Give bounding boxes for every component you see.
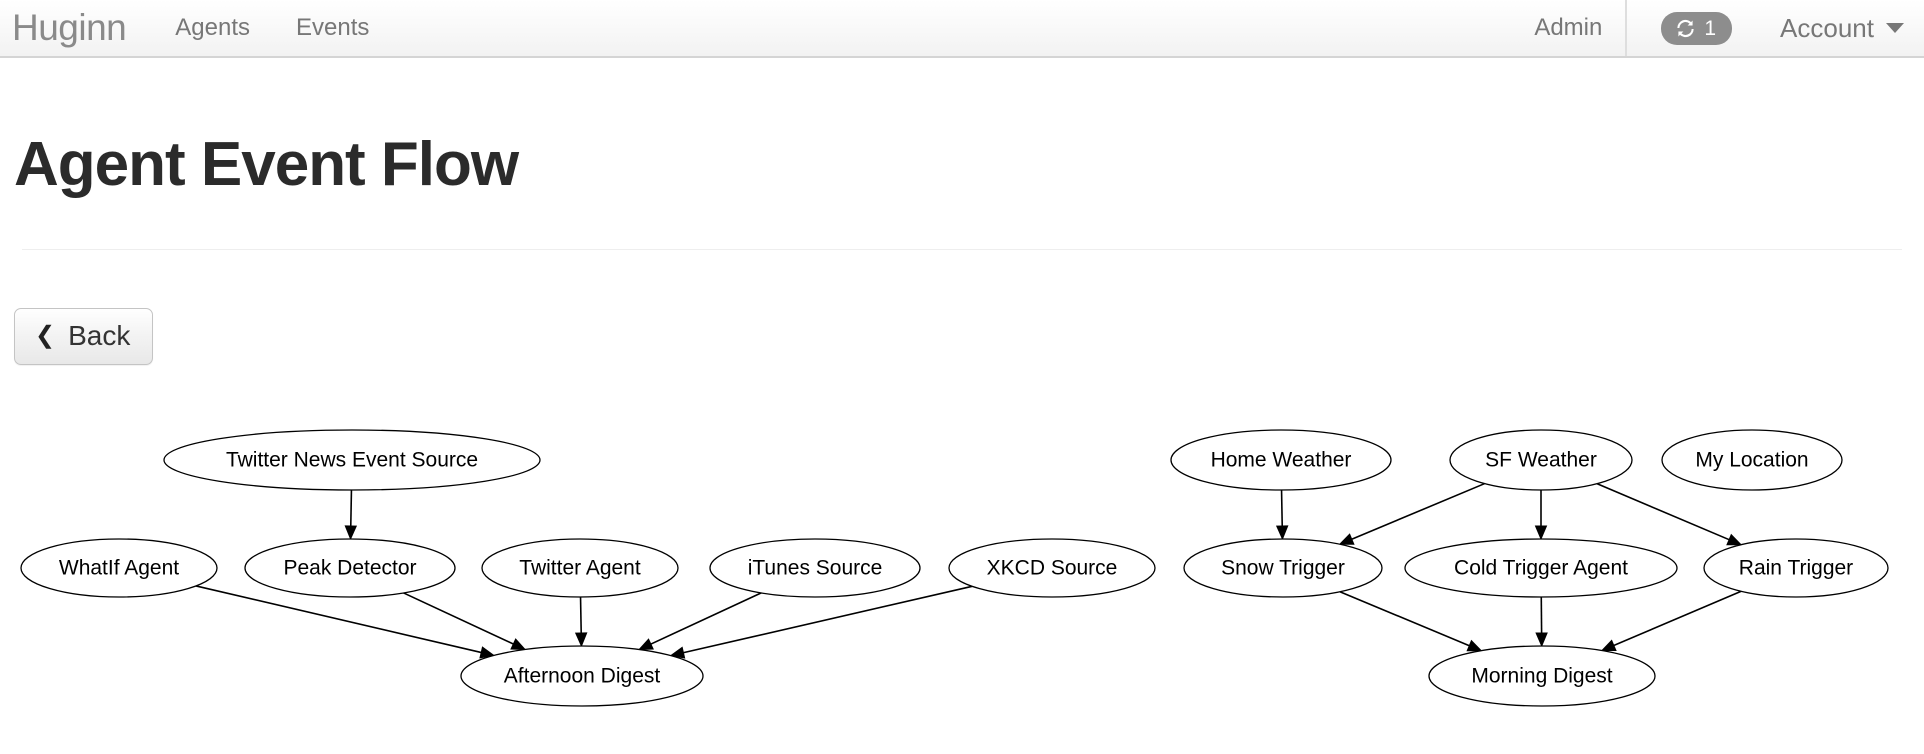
flow-edge-arrowhead: [637, 638, 654, 651]
agent-node-shape: [244, 538, 456, 598]
back-button-label: Back: [68, 320, 131, 352]
flow-edge-arrowhead: [574, 632, 588, 648]
flow-edge-arrowhead: [510, 638, 527, 651]
agent-node-xkcd-source[interactable]: XKCD Source: [948, 538, 1156, 598]
agent-node-label: Afternoon Digest: [504, 665, 661, 688]
brand-logo[interactable]: Huginn: [12, 7, 127, 48]
worker-count: 1: [1704, 16, 1717, 40]
agent-node-home-weather[interactable]: Home Weather: [1170, 429, 1392, 491]
agent-node-sf-weather[interactable]: SF Weather: [1449, 429, 1633, 491]
agent-node-shape: [1428, 645, 1656, 707]
agent-node-shape: [1183, 538, 1383, 598]
agent-node-morning-digest[interactable]: Morning Digest: [1428, 645, 1656, 707]
agent-node-label: Twitter Agent: [519, 557, 641, 580]
agent-node-label: XKCD Source: [987, 557, 1118, 580]
flow-edge: [195, 585, 484, 654]
secondary-nav: Admin 1 Account: [1511, 0, 1924, 56]
agent-node-shape: [948, 538, 1156, 598]
flow-edge-arrowhead: [479, 646, 496, 659]
agent-node-shape: [20, 538, 218, 598]
flow-edge-arrowhead: [1726, 533, 1743, 546]
agent-node-peak-detector[interactable]: Peak Detector: [244, 538, 456, 598]
account-label: Account: [1780, 12, 1874, 43]
flow-edge: [648, 592, 762, 646]
flow-edge-arrowhead: [1535, 632, 1548, 648]
nav-link-admin[interactable]: Admin: [1534, 14, 1603, 41]
flow-edge: [1280, 489, 1284, 529]
flow-edge-arrowhead: [1534, 525, 1548, 541]
title-divider: [22, 249, 1902, 251]
back-button[interactable]: ❮ Back: [14, 308, 154, 366]
flow-edge: [1339, 590, 1472, 648]
agent-node-my-location[interactable]: My Location: [1661, 429, 1843, 491]
agent-node-label: Snow Trigger: [1221, 557, 1345, 580]
agent-node-whatif-agent[interactable]: WhatIf Agent: [20, 538, 218, 598]
agent-node-label: SF Weather: [1485, 449, 1597, 472]
agent-node-shape: [1703, 538, 1889, 598]
agent-node-label: iTunes Source: [748, 557, 883, 580]
agent-node-label: My Location: [1695, 449, 1808, 472]
agent-node-shape: [1170, 429, 1392, 491]
agent-node-label: Rain Trigger: [1739, 557, 1853, 580]
navbar-spacer: [392, 0, 1511, 56]
page-container: Agent Event Flow ❮ Back: [14, 58, 1910, 366]
top-navbar: Huginn Agents Events Admin 1 Account: [0, 0, 1924, 58]
agent-node-label: Home Weather: [1211, 449, 1352, 472]
navbar-divider: [1625, 0, 1628, 56]
agent-node-label: WhatIf Agent: [59, 557, 179, 580]
worker-status-badge: 1: [1661, 11, 1733, 45]
agent-node-snow-trigger[interactable]: Snow Trigger: [1183, 538, 1383, 598]
chevron-left-icon: ❮: [35, 322, 56, 350]
agent-node-shape: [709, 538, 921, 598]
agent-node-label: Peak Detector: [283, 557, 416, 580]
agent-node-shape: [1449, 429, 1633, 491]
agent-node-rain-trigger[interactable]: Rain Trigger: [1703, 538, 1889, 598]
flow-edge: [1611, 590, 1742, 647]
agent-node-twitter-agent[interactable]: Twitter Agent: [481, 538, 679, 598]
flow-edge: [403, 592, 516, 646]
flow-edge-arrowhead: [344, 525, 358, 541]
nav-link-agents[interactable]: Agents: [175, 14, 250, 41]
nav-link-events[interactable]: Events: [295, 14, 370, 41]
agent-node-label: Cold Trigger Agent: [1454, 557, 1628, 580]
agent-node-cold-trigger-agent[interactable]: Cold Trigger Agent: [1404, 538, 1678, 598]
account-dropdown[interactable]: Account: [1766, 0, 1924, 56]
flow-edge: [1596, 482, 1732, 542]
agent-node-shape: [460, 645, 704, 707]
flow-edge: [681, 585, 973, 654]
agent-node-twitter-news-event-source[interactable]: Twitter News Event Source: [163, 429, 541, 491]
agent-node-label: Twitter News Event Source: [226, 449, 478, 472]
sync-icon: [1674, 17, 1697, 40]
agent-node-afternoon-digest[interactable]: Afternoon Digest: [460, 645, 704, 707]
flow-edge-arrowhead: [669, 646, 686, 659]
agent-node-shape: [163, 429, 541, 491]
flow-edge: [349, 489, 353, 529]
agent-node-shape: [481, 538, 679, 598]
flow-edge-arrowhead: [1600, 639, 1617, 652]
flow-edge: [579, 596, 583, 636]
flow-edge-arrowhead: [1466, 639, 1483, 652]
primary-nav: Agents Events: [152, 0, 392, 56]
flow-edge-arrowhead: [1338, 533, 1355, 545]
chevron-down-icon: [1886, 23, 1904, 33]
page-title: Agent Event Flow: [14, 130, 519, 199]
agent-node-itunes-source[interactable]: iTunes Source: [709, 538, 921, 598]
agent-node-shape: [1404, 538, 1678, 598]
agent-node-label: Morning Digest: [1471, 665, 1612, 688]
worker-status-button[interactable]: 1: [1627, 0, 1766, 56]
flow-edge: [1349, 482, 1486, 541]
flow-edge-arrowhead: [1275, 525, 1289, 541]
agent-node-shape: [1661, 429, 1843, 491]
